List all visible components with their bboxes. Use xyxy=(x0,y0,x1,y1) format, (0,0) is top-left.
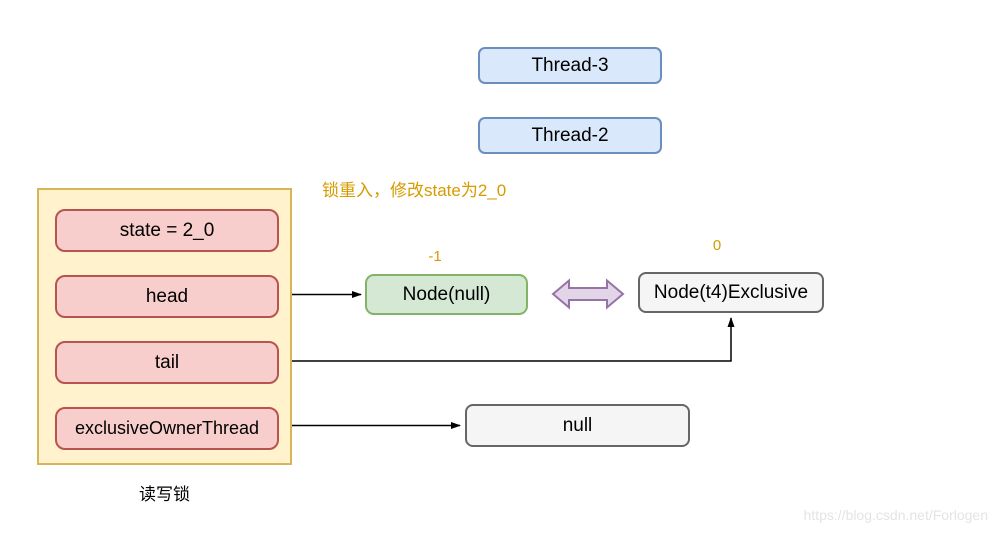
thread-2-label: Thread-2 xyxy=(531,125,609,146)
owner-null-label: null xyxy=(562,415,593,436)
lock-field-exclusive-owner-thread: exclusiveOwnerThread xyxy=(55,407,279,450)
lock-caption: 读写锁 xyxy=(139,485,190,504)
thread-3-node: Thread-3 xyxy=(478,47,662,84)
lock-field-tail: tail xyxy=(55,341,279,384)
thread-2-node: Thread-2 xyxy=(478,117,662,154)
tail-queue-node: Node(t4)Exclusive xyxy=(638,272,824,313)
lock-field-head: head xyxy=(55,275,279,318)
head-queue-node-label: Node(null) xyxy=(402,284,491,305)
lock-container: state = 2_0 head tail exclusiveOwnerThre… xyxy=(37,188,292,465)
state-change-annotation: 锁重入，修改state为2_0 xyxy=(322,181,507,200)
watermark: https://blog.csdn.net/Forlogen xyxy=(803,507,988,523)
thread-3-label: Thread-3 xyxy=(531,55,609,76)
head-node-waitstatus-badge: -1 xyxy=(428,248,442,265)
head-queue-node: Node(null) xyxy=(365,274,528,315)
owner-null-node: null xyxy=(465,404,690,447)
tail-node-waitstatus-badge: 0 xyxy=(712,237,722,254)
bidirectional-link-icon xyxy=(551,278,625,310)
lock-field-state: state = 2_0 xyxy=(55,209,279,252)
tail-queue-node-label: Node(t4)Exclusive xyxy=(653,282,809,303)
arrow-tail-to-node xyxy=(278,317,735,362)
